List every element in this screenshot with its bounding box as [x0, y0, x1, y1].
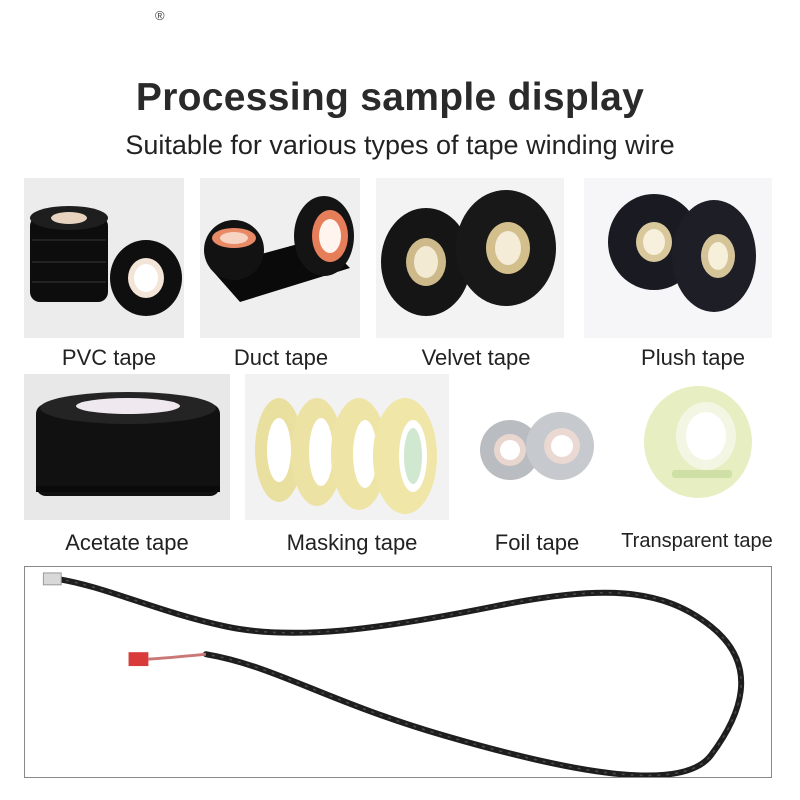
caption-pvc-tape: PVC tape	[61, 345, 157, 370]
caption-transparent-tape: Transparent tape	[621, 530, 773, 552]
caption-plush-tape: Plush tape	[641, 345, 745, 370]
page-subtitle: Suitable for various types of tape windi…	[125, 130, 675, 160]
caption-masking-tape: Masking tape	[286, 530, 418, 555]
pvc-tape-image	[24, 178, 184, 338]
caption-velvet-tape: Velvet tape	[421, 345, 531, 370]
caption-foil-tape: Foil tape	[494, 530, 580, 555]
duct-tape-image	[200, 178, 360, 338]
foil-tape-image	[470, 400, 604, 496]
wrapped-wire-harness-image	[24, 566, 772, 778]
caption-acetate-tape: Acetate tape	[65, 530, 189, 555]
plush-tape-image	[584, 178, 772, 338]
transparent-tape-image	[636, 380, 760, 504]
page-title: Processing sample display	[135, 76, 645, 119]
velvet-tape-image	[376, 178, 564, 338]
registered-mark: ®	[155, 8, 165, 23]
acetate-tape-image	[24, 374, 230, 520]
caption-duct-tape: Duct tape	[233, 345, 329, 370]
masking-tape-image	[245, 374, 449, 520]
